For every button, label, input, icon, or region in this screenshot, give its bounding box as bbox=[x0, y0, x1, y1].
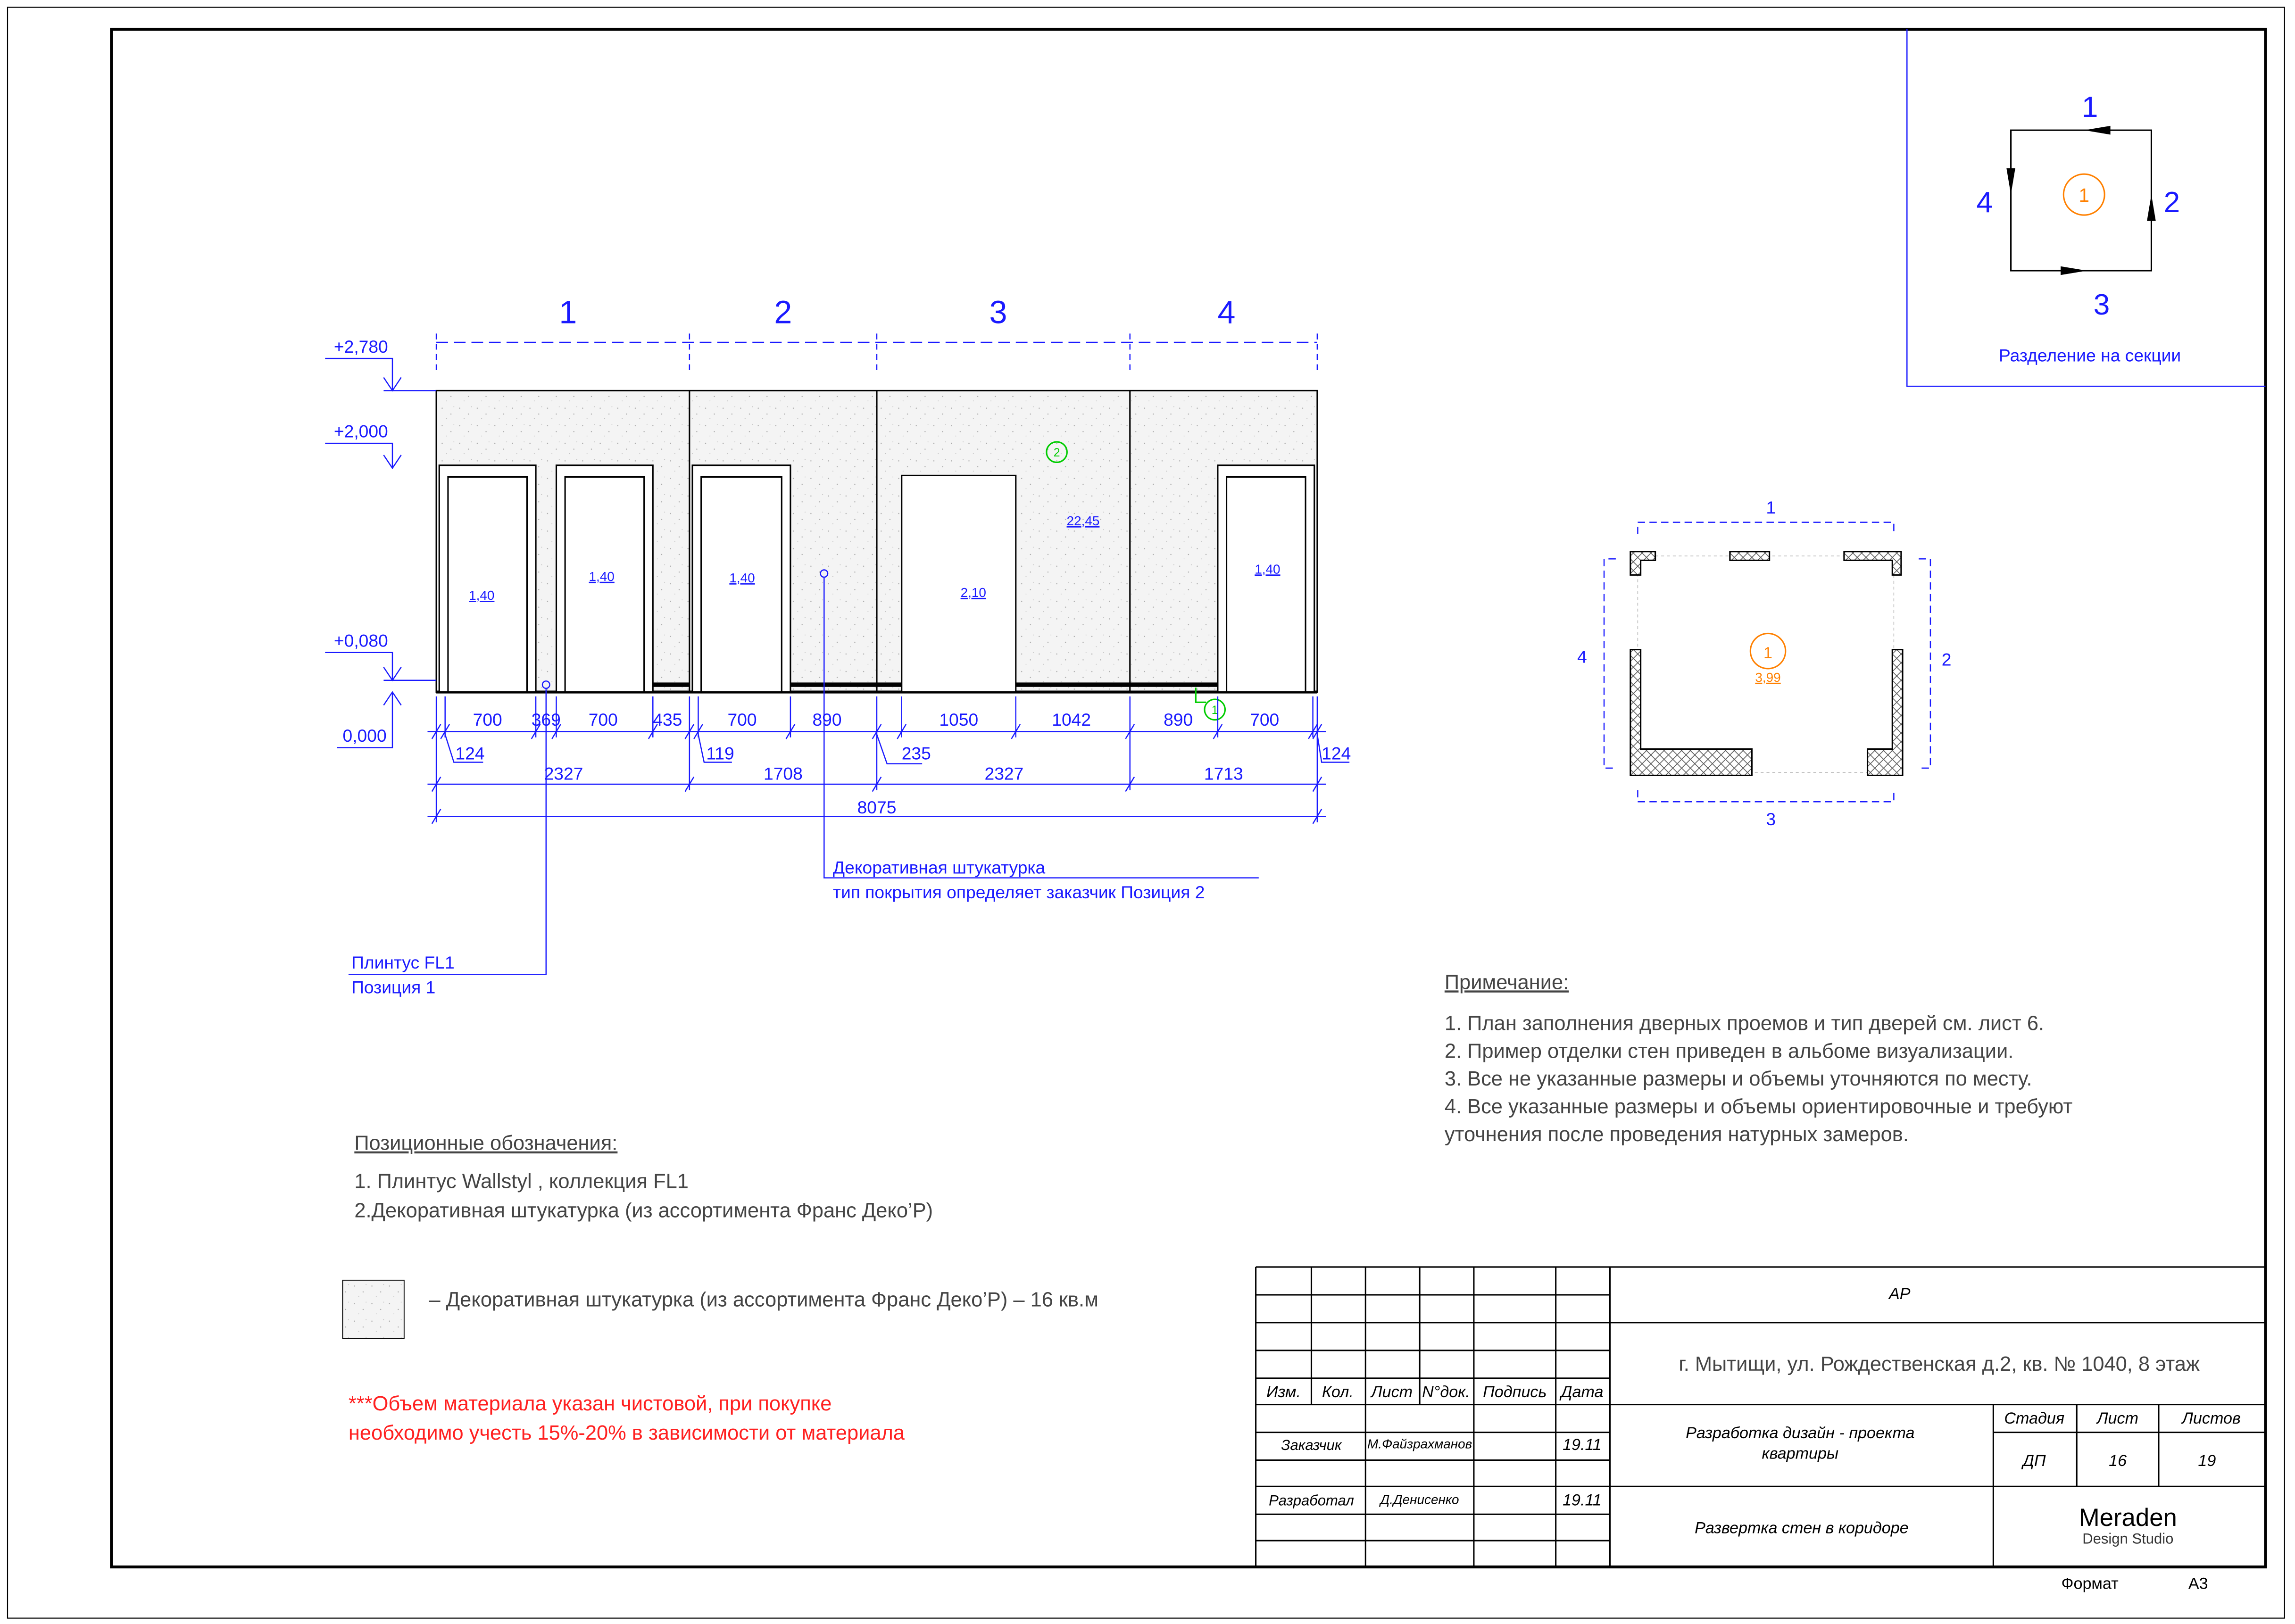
dimension: 700 bbox=[727, 710, 757, 729]
sheet-label: Лист bbox=[2096, 1409, 2138, 1427]
dimension: 890 bbox=[1164, 710, 1193, 729]
wall-section-label: 2 bbox=[774, 295, 792, 331]
note-item: 3. Все не указанные размеры и объемы уто… bbox=[1445, 1068, 2032, 1090]
sheets-value: 19 bbox=[2198, 1452, 2216, 1470]
position-marker: 1 bbox=[1212, 704, 1218, 717]
legend-text: – Декоративная штукатурка (из ассортимен… bbox=[429, 1289, 1098, 1311]
studio-logo-sub: Design Studio bbox=[2082, 1530, 2173, 1547]
notes: Примечание: 1. План заполнения дверных п… bbox=[1445, 971, 2073, 1146]
position-item: 1. Плинтус Wallstyl , коллекция FL1 bbox=[354, 1170, 689, 1193]
section-label: 1 bbox=[2082, 91, 2098, 124]
section-label: 2 bbox=[2164, 186, 2180, 219]
dimension: 1708 bbox=[764, 764, 803, 784]
column-header: Подпись bbox=[1483, 1383, 1547, 1401]
format-value: А3 bbox=[2188, 1575, 2208, 1593]
column-header: N°док. bbox=[1422, 1383, 1470, 1401]
column-header: Кол. bbox=[1322, 1383, 1354, 1401]
customer-name: М.Файзрахманов bbox=[1367, 1437, 1472, 1451]
dimension: 700 bbox=[589, 710, 618, 729]
dimension: 1713 bbox=[1204, 764, 1243, 784]
dimension: 435 bbox=[653, 710, 682, 729]
door-height: 1,40 bbox=[729, 571, 755, 585]
plaster-callout-title: Декоративная штукатурка bbox=[833, 857, 1046, 877]
warning-line: необходимо учесть 15%-20% в зависимости … bbox=[349, 1422, 905, 1444]
project-title: квартиры bbox=[1762, 1444, 1839, 1462]
plan-side-label: 3 bbox=[1766, 809, 1776, 829]
dimension: 124 bbox=[455, 743, 484, 763]
dimension: 2327 bbox=[544, 764, 583, 784]
dimension: 890 bbox=[812, 710, 841, 729]
section-label: 3 bbox=[2094, 289, 2110, 321]
column-header: Лист bbox=[1370, 1383, 1413, 1401]
column-header: Изм. bbox=[1266, 1383, 1301, 1401]
wall-section-label: 4 bbox=[1218, 295, 1236, 331]
note-item: 2. Пример отделки стен приведен в альбом… bbox=[1445, 1040, 2014, 1062]
dimension-total: 8075 bbox=[857, 797, 897, 817]
position-marker: 2 bbox=[1054, 447, 1060, 459]
developer-date: 19.11 bbox=[1563, 1491, 1602, 1509]
note-item: уточнения после проведения натурных заме… bbox=[1445, 1123, 1909, 1146]
wall-area: 22,45 bbox=[1067, 514, 1100, 528]
notes-title: Примечание: bbox=[1445, 971, 1569, 994]
dimension: 235 bbox=[902, 743, 931, 763]
plinth-callout-title: Плинтус FL1 bbox=[351, 953, 455, 972]
wall-section-label: 1 bbox=[559, 295, 577, 331]
address: г. Мытищи, ул. Рождественская д.2, кв. №… bbox=[1679, 1353, 2200, 1375]
level-mark: 0,000 bbox=[343, 726, 387, 746]
studio-logo: Meraden bbox=[2079, 1504, 2177, 1532]
stage-label: Стадия bbox=[2004, 1409, 2064, 1427]
level-mark: +2,780 bbox=[334, 337, 388, 356]
positions-title: Позиционные обозначения: bbox=[354, 1132, 617, 1155]
section-label: 4 bbox=[1976, 186, 1993, 219]
dimension: 2327 bbox=[985, 764, 1024, 784]
outer-frame bbox=[7, 7, 2285, 1619]
dimension: 700 bbox=[1250, 710, 1279, 729]
document-code: АР bbox=[1888, 1285, 1911, 1303]
room-marker: 1 bbox=[1763, 644, 1772, 662]
plan-side-label: 4 bbox=[1577, 647, 1587, 667]
plaster-callout-sub: тип покрытия определяет заказчик Позиция… bbox=[833, 882, 1205, 902]
position-item: 2.Декоративная штукатурка (из ассортимен… bbox=[354, 1199, 933, 1222]
dimension: 700 bbox=[473, 710, 502, 729]
developer-role: Разработал bbox=[1269, 1492, 1354, 1509]
sheet-value: 16 bbox=[2109, 1452, 2127, 1470]
format-label: Формат bbox=[2062, 1575, 2119, 1593]
sections-diagram: 1 2 3 4 1 Разделение на секции bbox=[1906, 29, 2266, 387]
warning-line: ***Объем материала указан чистовой, при … bbox=[349, 1392, 832, 1415]
dimension: 124 bbox=[1322, 743, 1351, 763]
plinth-callout-sub: Позиция 1 bbox=[351, 978, 435, 997]
plaster-swatch bbox=[342, 1279, 405, 1339]
dimension: 1042 bbox=[1052, 710, 1091, 729]
plan-side-label: 1 bbox=[1766, 497, 1776, 517]
level-mark: +0,080 bbox=[334, 630, 388, 650]
door-height: 1,40 bbox=[1255, 562, 1280, 576]
door-height: 2,10 bbox=[961, 585, 986, 600]
title-block: АР г. Мытищи, ул. Рождественская д.2, кв… bbox=[1255, 1266, 2266, 1567]
customer-date: 19.11 bbox=[1563, 1436, 1602, 1454]
note-item: 4. Все указанные размеры и объемы ориент… bbox=[1445, 1095, 2073, 1118]
position-legend: Позиционные обозначения: 1. Плинтус Wall… bbox=[354, 1132, 933, 1222]
door-height: 1,40 bbox=[589, 569, 615, 584]
wall-section-label: 3 bbox=[990, 295, 1007, 331]
customer-role: Заказчик bbox=[1281, 1437, 1342, 1453]
level-mark: +2,000 bbox=[334, 422, 388, 441]
room-area: 3,99 bbox=[1755, 670, 1780, 685]
wall-elevation: 1 2 3 4 1,40 1,40 1,40 2,10 1,40 22,45 2… bbox=[325, 295, 1351, 997]
developer-name: Д.Денисенко bbox=[1379, 1492, 1459, 1507]
inner-frame bbox=[110, 27, 2267, 1569]
sections-caption: Разделение на секции bbox=[1999, 345, 2181, 365]
note-item: 1. План заполнения дверных проемов и тип… bbox=[1445, 1012, 2044, 1035]
door-height: 1,40 bbox=[469, 588, 494, 603]
sheets-label: Листов bbox=[2181, 1409, 2241, 1427]
section-marker: 1 bbox=[2079, 184, 2089, 206]
plan-side-label: 2 bbox=[1942, 650, 1952, 670]
dimension: 119 bbox=[706, 743, 734, 763]
stage-value: ДП bbox=[2021, 1452, 2046, 1470]
project-title: Разработка дизайн - проекта bbox=[1686, 1424, 1914, 1442]
sheet-title: Развертка стен в коридоре bbox=[1695, 1519, 1909, 1537]
column-header: Дата bbox=[1559, 1383, 1604, 1401]
dimension: 1050 bbox=[939, 710, 978, 729]
room-plan: 1 2 3 4 1 3,99 bbox=[1577, 497, 1951, 829]
